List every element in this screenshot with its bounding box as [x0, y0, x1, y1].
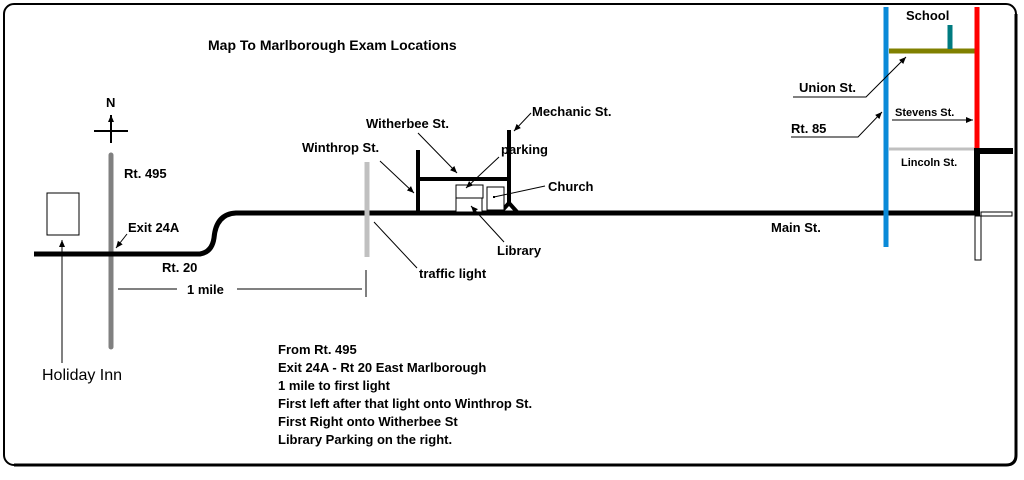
church-label: Church — [548, 179, 594, 194]
direction-line: Exit 24A - Rt 20 East Marlborough — [278, 360, 486, 375]
direction-line: First left after that light onto Winthro… — [278, 396, 532, 411]
rt495-label: Rt. 495 — [124, 166, 167, 181]
rt85-label: Rt. 85 — [791, 121, 826, 136]
lincoln-st-label: Lincoln St. — [901, 157, 957, 169]
witherbee-st-road — [416, 150, 509, 213]
direction-line: Library Parking on the right. — [278, 432, 452, 447]
svg-text:N: N — [106, 95, 115, 110]
one-mile-label: 1 mile — [187, 282, 224, 297]
main-st-label: Main St. — [771, 220, 821, 235]
rt20-main-st-road — [34, 210, 980, 257]
map-title: Map To Marlborough Exam Locations — [208, 37, 457, 53]
union-st-label: Union St. — [799, 80, 856, 95]
traffic-light-label: traffic light — [419, 266, 487, 281]
library-label: Library — [497, 243, 542, 258]
library-building — [455, 197, 483, 213]
direction-line: 1 mile to first light — [278, 378, 391, 393]
stevens-st-label: Stevens St. — [895, 107, 954, 119]
holiday-inn-building — [46, 192, 80, 236]
parking-lot — [455, 184, 484, 199]
parking-label: parking — [501, 142, 548, 157]
witherbee-st-label: Witherbee St. — [366, 116, 449, 131]
mechanic-st-label: Mechanic St. — [532, 104, 611, 119]
church-building — [486, 186, 505, 211]
winthrop-st-label: Winthrop St. — [302, 140, 379, 155]
direction-line: First Right onto Witherbee St — [278, 414, 458, 429]
rt20-label: Rt. 20 — [162, 260, 197, 275]
direction-line: From Rt. 495 — [278, 342, 357, 357]
north-compass-icon: N — [94, 95, 128, 143]
school-label: School — [906, 8, 949, 23]
exit24a-label: Exit 24A — [128, 220, 180, 235]
holiday-inn-label: Holiday Inn — [42, 367, 122, 384]
directions: From Rt. 495 Exit 24A - Rt 20 East Marlb… — [278, 342, 532, 447]
